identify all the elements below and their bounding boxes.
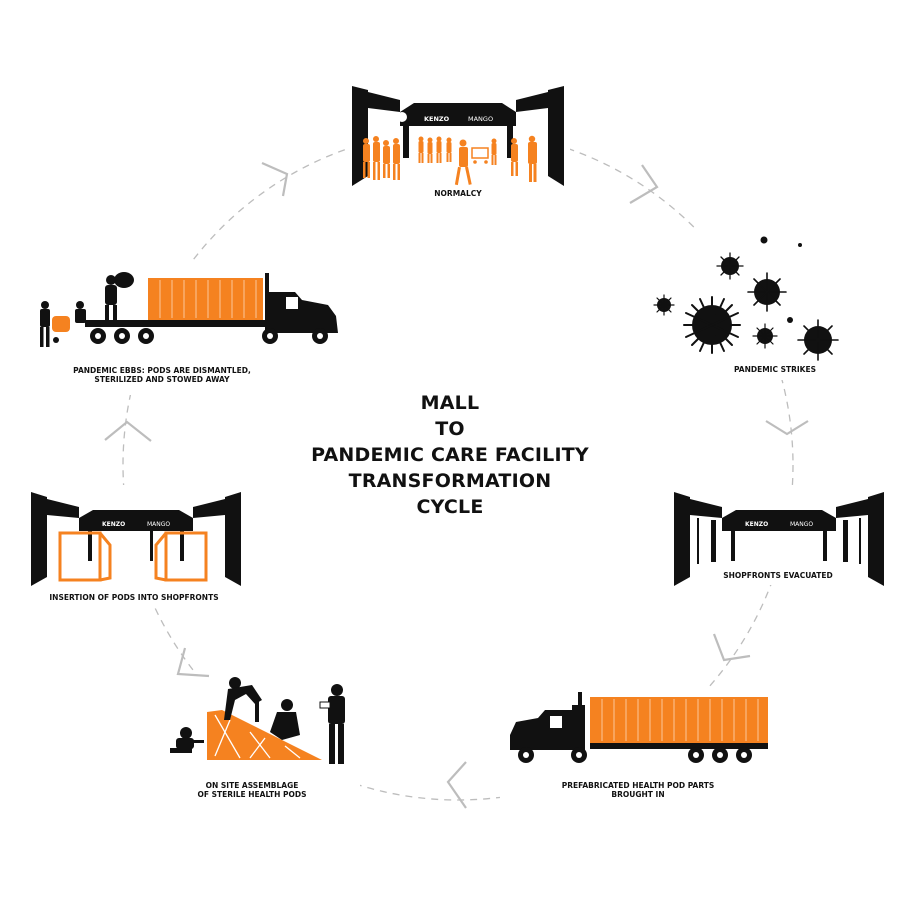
truck-icon	[510, 692, 768, 763]
stage-caption-pandemic-strikes: PANDEMIC STRIKES	[734, 365, 816, 374]
virus-icon	[653, 236, 839, 361]
stage-caption-insertion: INSERTION OF PODS INTO SHOPFRONTS	[49, 593, 218, 602]
workers-icon	[170, 677, 345, 764]
mall-icon-pods	[31, 492, 241, 586]
mall-sign-kenzo: KENZO	[745, 521, 768, 528]
stage-caption-shopfronts-evacuated: SHOPFRONTS EVACUATED	[723, 571, 833, 580]
stage-caption-pandemic-ebbs-line1: PANDEMIC EBBS: PODS ARE DISMANTLED,	[73, 366, 251, 375]
mall-sign-mango: MANGO	[147, 521, 170, 528]
title-line-5: CYCLE	[416, 496, 484, 518]
pod-icon	[58, 531, 208, 582]
stage-caption-pods-brought-in-line2: BROUGHT IN	[611, 790, 664, 799]
truck-icon-return	[40, 272, 338, 347]
mall-icon-empty	[674, 492, 884, 586]
shoppers-icon	[363, 135, 537, 186]
title-line-2: TO	[435, 418, 465, 440]
mall-sign-mango: MANGO	[790, 521, 813, 528]
stage-caption-pods-brought-in-line1: PREFABRICATED HEALTH POD PARTS	[562, 781, 715, 790]
mall-sign-kenzo: KENZO	[102, 521, 125, 528]
mall-sign-kenzo: KENZO	[424, 115, 450, 123]
title-line-4: TRANSFORMATION	[348, 470, 552, 492]
stage-caption-assemblage-line1: ON SITE ASSEMBLAGE	[206, 781, 299, 790]
arrow-chevron-icon	[104, 161, 809, 809]
mall-sign-mango: MANGO	[468, 115, 493, 123]
stage-caption-pandemic-ebbs-line2: STERILIZED AND STOWED AWAY	[94, 375, 230, 384]
title-line-1: MALL	[420, 392, 480, 414]
stage-caption-normalcy: NORMALCY	[434, 189, 482, 198]
title-line-3: PANDEMIC CARE FACILITY	[311, 444, 589, 466]
stage-caption-assemblage-line2: OF STERILE HEALTH PODS	[197, 790, 306, 799]
